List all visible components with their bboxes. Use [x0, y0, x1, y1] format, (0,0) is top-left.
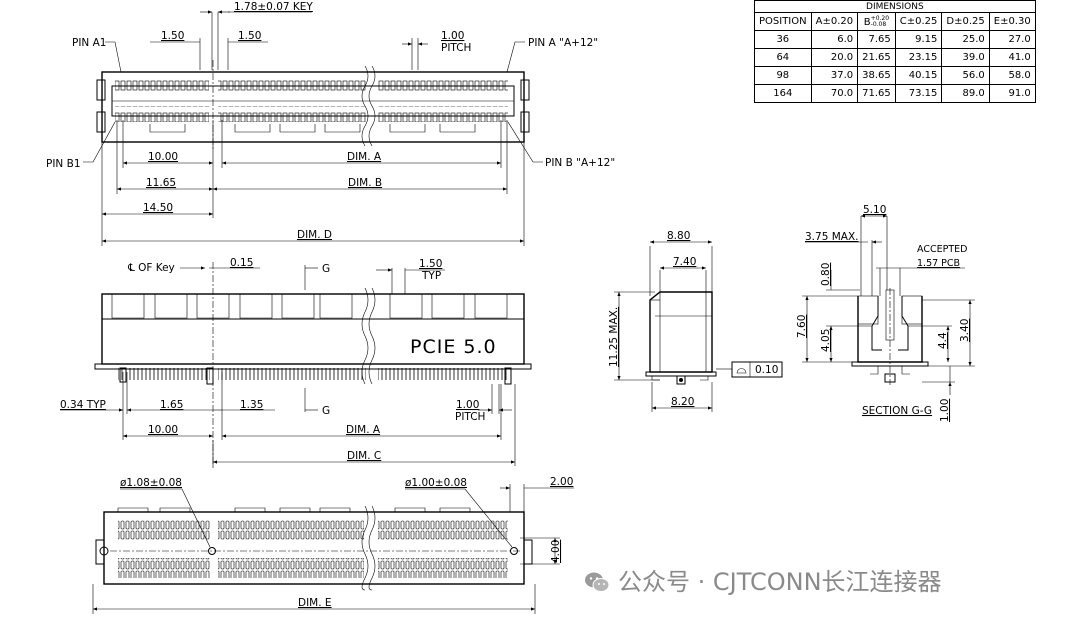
dim-1000-front-label: 10.00 — [148, 424, 178, 436]
section-g-top: G — [322, 263, 330, 275]
pin-a1-label: PIN A1 — [72, 37, 106, 49]
col-header: E±0.30 — [988, 12, 1036, 31]
dim-100-label: 1.00 — [939, 399, 951, 422]
dimensions-table: DIMENSIONS POSITION A±0.20 B+0.20-0.08 C… — [754, 0, 1036, 103]
bottom-view-body — [103, 511, 525, 585]
front-leads-right — [378, 368, 508, 380]
peg-hole-right — [510, 547, 518, 555]
dim-c-label: DIM. C — [347, 450, 381, 462]
pitch-label: PITCH — [441, 42, 471, 54]
typ-label: TYP — [421, 270, 441, 282]
pin-a-last-label: PIN A "A+12" — [528, 37, 598, 49]
dim-015-label: 0.15 — [230, 257, 253, 269]
pin-b1-label: PIN B1 — [46, 158, 81, 170]
bottom-pins-a-mid — [218, 520, 364, 540]
section-title: SECTION G-G — [862, 405, 932, 417]
top-pin-row-b-mid — [218, 106, 366, 122]
section-view: 5.10 3.75 MAX. ACCEPTED 1.57 PCB 0.80 7.… — [796, 204, 975, 422]
front-pitch-label: PITCH — [455, 411, 485, 423]
section-g-bottom: G — [322, 405, 330, 417]
dim-1450-label: 14.50 — [143, 202, 173, 214]
dim-375-label: 3.75 MAX. — [805, 231, 859, 243]
bottom-pins-b-mid — [218, 558, 364, 578]
brand-mark: PCIE 5.0 — [410, 336, 497, 358]
flatness-value: 0.10 — [755, 364, 778, 376]
cl-key-label: ℄ OF Key — [127, 262, 175, 274]
col-header: POSITION — [754, 12, 812, 31]
dim-e-label: DIM. E — [298, 597, 332, 609]
peg-hole-left — [208, 547, 216, 555]
top-pin-row-b-right — [378, 106, 508, 122]
watermark: 公众号 · CJTCONN长江连接器 — [584, 562, 942, 597]
bottom-view: ø1.08±0.08 ø1.00±0.08 2.00 4.00 DIM. E — [92, 476, 574, 614]
front-leads-left — [118, 368, 210, 380]
front-leads-mid — [218, 368, 366, 380]
side-view: 8.80 7.40 11.25 MAX. 8.20 0.10 — [608, 230, 783, 412]
front-view: PCIE 5.0 ℄ OF Key 0.15 G G 1.50 TYP 0.34… — [60, 257, 532, 468]
col-header: A±0.20 — [810, 12, 859, 31]
dim-1125-label: 11.25 MAX. — [608, 307, 620, 367]
dim-150-left-label: 1.50 — [161, 30, 184, 42]
dim-405-label: 4.05 — [820, 329, 832, 352]
dim-b-label: DIM. B — [348, 177, 382, 189]
pin-b-last-label: PIN B "A+12" — [545, 157, 615, 169]
flatness-frame — [731, 361, 783, 378]
table-header-row: POSITION A±0.20 B+0.20-0.08 C±0.25 D±0.2… — [754, 12, 1036, 31]
bottom-pins-a-left — [118, 520, 210, 540]
dim-760-label: 7.60 — [796, 315, 808, 338]
top-pin-row-b-left — [115, 106, 209, 122]
dim-820-label: 8.20 — [671, 396, 694, 408]
front-pitch-value: 1.00 — [456, 399, 479, 411]
top-pin-row-a-right — [378, 76, 508, 92]
dim-1000-top-label: 10.00 — [148, 151, 178, 163]
bottom-pins-b-left — [118, 558, 210, 578]
accepted-label: ACCEPTED — [917, 244, 967, 255]
top-view: 1.78±0.07 KEY 1.50 1.50 1.00 PITCH PIN A… — [46, 1, 615, 246]
dim-a-top-label: DIM. A — [347, 151, 382, 163]
dim-880-label: 8.80 — [667, 230, 690, 242]
dim-1165-label: 11.65 — [146, 177, 176, 189]
table-caption: DIMENSIONS — [754, 0, 1036, 13]
dim-340-label: 3.40 — [959, 319, 971, 342]
top-pin-row-a-left — [115, 76, 209, 92]
pcb-label: 1.57 PCB — [917, 258, 960, 269]
col-header: D±0.25 — [941, 12, 990, 31]
hole-diameter-1-label: ø1.08±0.08 — [120, 477, 182, 489]
watermark-text: 公众号 · CJTCONN长江连接器 — [618, 568, 942, 596]
dim-150-typ-label: 1.50 — [419, 258, 442, 270]
top-pin-row-a-mid — [218, 76, 366, 92]
key-width-label: 1.78±0.07 KEY — [234, 1, 313, 13]
col-header: C±0.25 — [894, 12, 943, 31]
dim-400-label: 4.00 — [550, 540, 562, 563]
dim-165-label: 1.65 — [160, 399, 183, 411]
dim-a-front-label: DIM. A — [346, 424, 381, 436]
col-header-b: B+0.20-0.08 — [857, 12, 896, 31]
bottom-pins-a-right — [378, 520, 508, 540]
dim-d-label: DIM. D — [297, 229, 332, 241]
dim-034-label: 0.34 TYP — [60, 399, 106, 411]
pitch-value-label: 1.00 — [441, 30, 464, 42]
wechat-icon — [585, 572, 610, 592]
bottom-pins-b-right — [378, 558, 508, 578]
flatness-icon — [736, 368, 747, 374]
dim-150-right-label: 1.50 — [238, 30, 261, 42]
dim-080-label: 0.80 — [820, 263, 832, 286]
dim-200-label: 2.00 — [550, 476, 573, 488]
side-view-body — [649, 291, 713, 373]
dim-740-label: 7.40 — [673, 256, 696, 268]
dim-135-label: 1.35 — [240, 399, 263, 411]
hole-diameter-2-label: ø1.00±0.08 — [405, 477, 467, 489]
top-view-body — [101, 71, 525, 143]
dim-44-label: 4.4 — [937, 332, 949, 349]
board-lock-hole-left — [99, 546, 109, 556]
dim-510-label: 5.10 — [863, 204, 886, 216]
